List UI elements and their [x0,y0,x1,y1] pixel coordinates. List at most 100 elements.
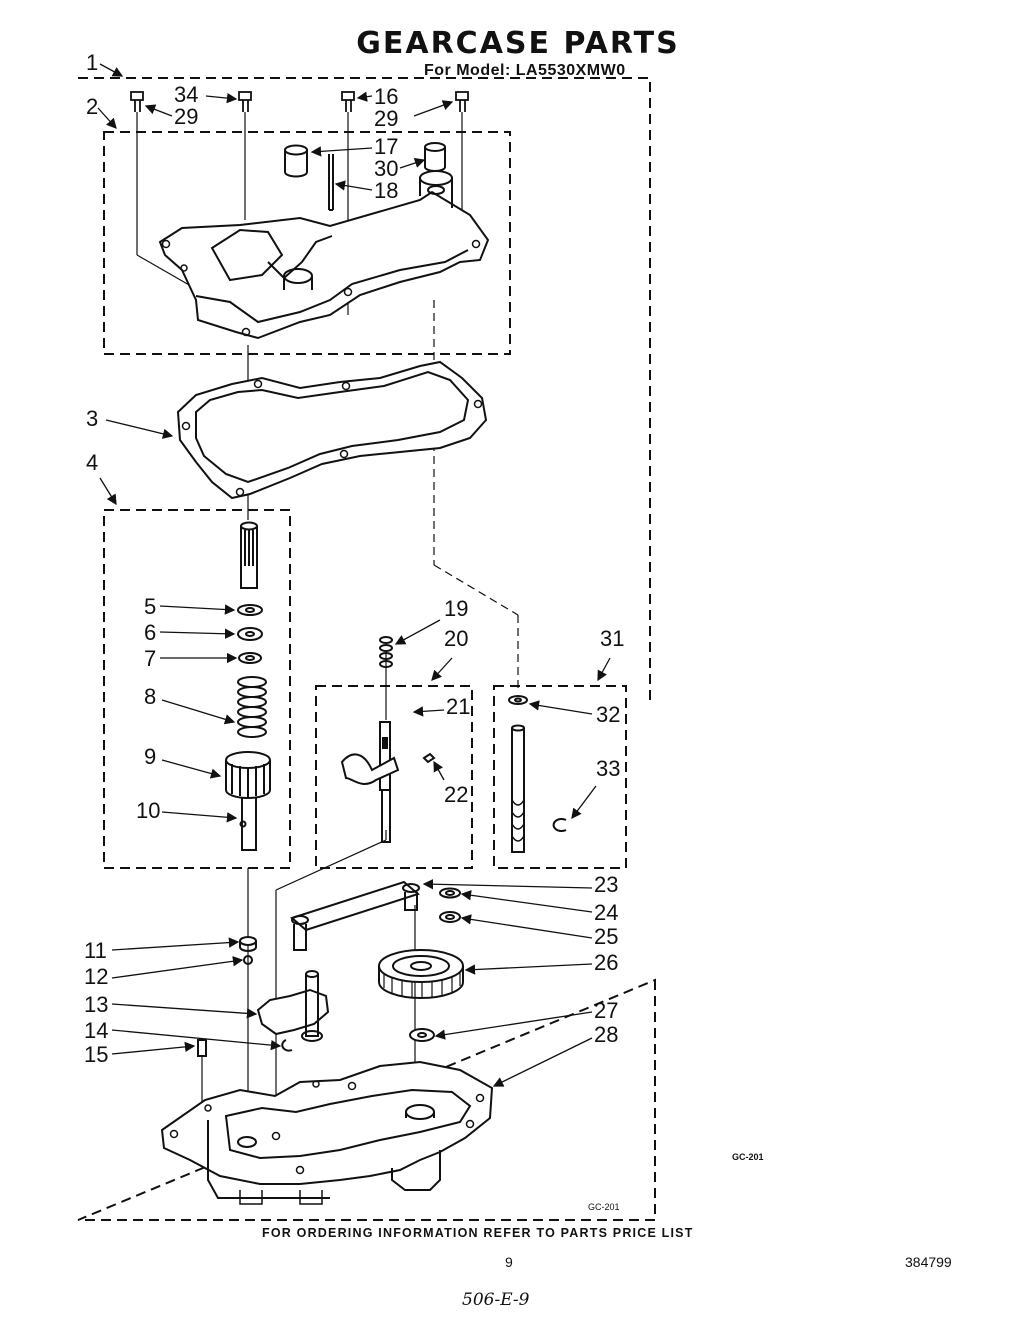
leader-line [97,107,117,129]
leader-line [597,657,611,682]
callout-number: 16 [374,84,399,109]
shift-fork-icon [340,721,400,843]
leader-line [431,657,453,681]
shift-lever-icon [289,880,421,951]
leader-line [460,914,593,939]
leader-line [356,91,373,102]
leader-line [111,1003,258,1019]
leader-line [111,956,244,979]
leader-line [492,1037,593,1087]
callout-number: 13 [84,992,109,1017]
callout-number: 4 [86,450,99,475]
clip-icon [422,752,436,764]
callout-number: 28 [594,1022,619,1047]
leader-line [111,1029,282,1051]
callout-number: 14 [84,1018,109,1043]
leader-line [460,890,593,913]
leader-line [571,785,597,820]
pinion-gear-icon [225,751,271,851]
gearcase-base [160,1060,494,1205]
callout-number: 15 [84,1042,109,1067]
document-number: 384799 [905,1254,952,1270]
diagram-code: GC-201 [732,1152,764,1162]
leader-line [99,63,124,77]
callout-number: 31 [600,626,625,651]
ordering-note: FOR ORDERING INFORMATION REFER TO PARTS … [262,1226,694,1240]
leader-line [159,604,236,615]
callout-number: 34 [174,82,199,107]
callout-number: 6 [144,620,157,645]
leader-line [161,811,238,823]
leader-line [144,104,173,117]
leader-line [111,937,240,951]
callout-number: 1 [86,50,99,75]
actuator-icon [256,970,330,1052]
callout-number: 8 [144,684,157,709]
callout-number: 19 [444,596,469,621]
leader-line [464,963,593,975]
drive-gear-icon [378,949,464,999]
drive-shaft-icon [508,695,528,853]
callout-number: 9 [144,744,157,769]
gasket [176,360,488,500]
leader-line [161,699,236,725]
leader-line [111,1041,196,1055]
callout-number: 7 [144,646,157,671]
spring-icon [237,676,267,738]
callout-number: 26 [594,950,619,975]
leader-line [413,100,454,117]
callout-number: 10 [136,798,161,823]
callout-number: 29 [374,106,399,131]
bearing-icon [239,936,257,946]
callout-number: 11 [84,938,107,963]
callout-number: 3 [86,406,99,431]
leader-line [205,92,238,104]
gearcase-cover [158,170,490,340]
leader-line [159,628,236,639]
handwritten-note: 506-E-9 [462,1290,530,1310]
retaining-ring-icon [552,818,567,832]
leader-line [422,879,593,890]
pinion-shaft [240,521,258,589]
leader-line [399,157,426,169]
model-subtitle: For Model: LA5530XMW0 [424,62,626,79]
leader-line [433,760,445,781]
callout-number: 5 [144,594,157,619]
leader-line [161,759,222,779]
callout-number: 23 [594,872,619,897]
callout-number: 17 [374,134,399,159]
callout-number: 27 [594,998,619,1023]
callout-number: 24 [594,900,619,925]
cover-group-box [103,131,511,355]
callout-number: 22 [444,782,469,807]
page-title: GEARCASE PARTS [356,26,680,61]
leader-line [528,700,593,715]
washer-icon [409,887,461,1042]
pin-icon [328,154,334,211]
callout-number: 18 [374,178,399,203]
ball-icon [243,955,253,965]
diagram-code: GC-201 [588,1202,620,1212]
drive-shaft-group-box [493,685,627,869]
callout-number: 30 [374,156,399,181]
pin-icon [197,1039,207,1057]
leader-line [99,477,117,506]
spring-icon [379,636,393,668]
callout-number: 12 [84,964,109,989]
callout-number: 29 [174,104,199,129]
callout-number: 2 [86,94,99,119]
callout-number: 33 [596,756,621,781]
leader-line [334,180,373,191]
leader-line [310,146,373,157]
leader-line [434,1011,593,1040]
callout-number: 20 [444,626,469,651]
page-number: 9 [505,1254,513,1270]
screw-icon [130,91,469,112]
leader-line [394,619,441,645]
leader-line [105,419,174,439]
shift-fork-group-box [315,685,473,869]
callout-number: 25 [594,924,619,949]
callout-number: 32 [596,702,621,727]
leader-line [412,706,445,717]
